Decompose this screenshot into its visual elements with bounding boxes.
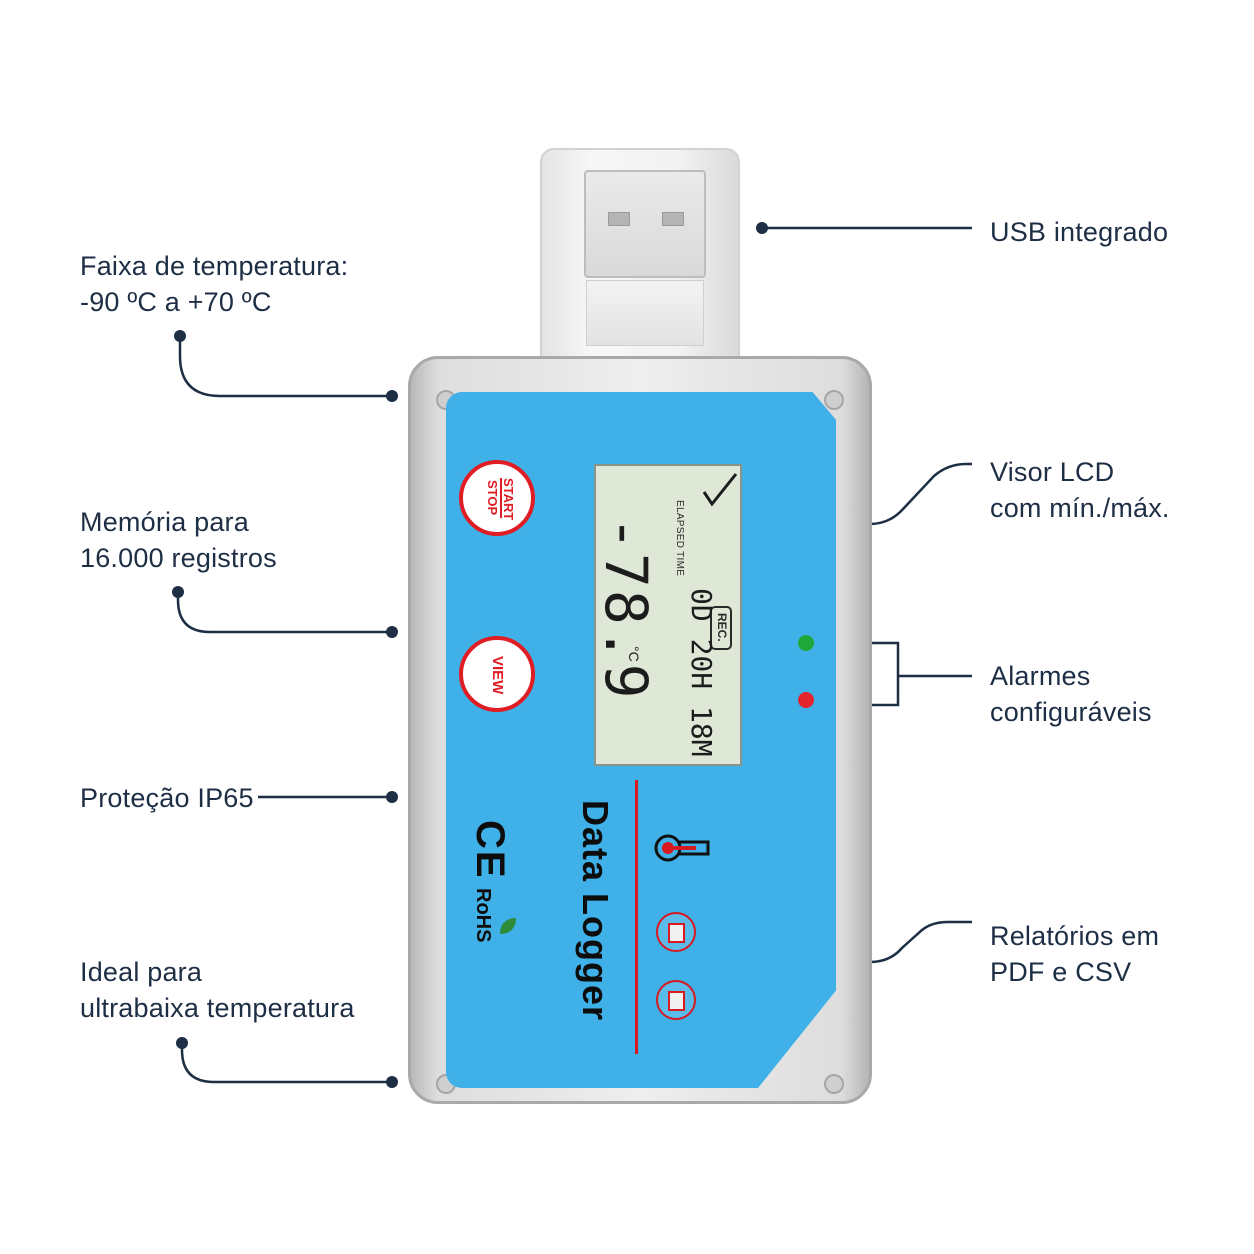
start-stop-divider <box>500 478 502 518</box>
leader-reports <box>716 920 972 964</box>
callout-ip-text: Proteção IP65 <box>80 783 254 813</box>
usb-contact-left <box>608 212 630 226</box>
callout-temp-range-line2: -90 ºC a +70 ºC <box>80 287 272 317</box>
callout-ultra: Ideal para ultrabaixa temperatura <box>80 954 355 1026</box>
callout-lcd-line1: Visor LCD <box>990 457 1115 487</box>
lcd-rec-badge <box>710 606 732 650</box>
usb-connector <box>584 170 706 278</box>
callout-alarms: Alarmes configuráveis <box>990 658 1152 730</box>
leader-ultra <box>180 1043 392 1084</box>
callout-memory: Memória para 16.000 registros <box>80 504 277 576</box>
callout-ultra-line1: Ideal para <box>80 957 203 987</box>
checkmark-icon <box>702 473 738 507</box>
thermometer-icon <box>654 834 710 862</box>
screw-icon <box>824 390 844 410</box>
callout-reports-line1: Relatórios em <box>990 921 1160 951</box>
alarm-led-green <box>798 635 814 651</box>
callout-alarms-line1: Alarmes <box>990 661 1091 691</box>
usb-neck <box>586 280 704 346</box>
callout-ip: Proteção IP65 <box>80 780 254 816</box>
alarm-led-red <box>798 692 814 708</box>
screw-icon <box>824 1074 844 1094</box>
callout-temp-range-line1: Faixa de temperatura: <box>80 251 349 281</box>
lcd-elapsed-label: ELAPSED TIME <box>674 500 685 577</box>
callout-reports-line2: PDF e CSV <box>990 957 1132 987</box>
callout-usb: USB integrado <box>990 214 1168 250</box>
leaf-icon <box>500 918 516 934</box>
brand-name: Data Logger <box>575 800 616 1022</box>
callout-alarms-line2: configuráveis <box>990 697 1152 727</box>
pdf-icon <box>656 912 696 952</box>
callout-usb-text: USB integrado <box>990 217 1169 247</box>
lcd-unit: °C <box>626 646 642 662</box>
start-stop-label-bottom: STOP <box>485 480 500 516</box>
callout-ultra-line2: ultrabaixa temperatura <box>80 993 355 1023</box>
view-label: VIEW <box>489 656 506 695</box>
leader-alarms <box>850 641 972 707</box>
view-button[interactable] <box>459 636 535 712</box>
lcd-display <box>594 464 742 766</box>
usb-contact-right <box>662 212 684 226</box>
callout-lcd: Visor LCD com mín./máx. <box>990 454 1170 526</box>
callout-memory-line2: 16.000 registros <box>80 543 277 573</box>
leader-temp-range <box>178 336 392 398</box>
lcd-elapsed-time: 0D 20H 18M <box>685 588 718 757</box>
leader-lcd <box>760 462 972 526</box>
callout-lcd-line2: com mín./máx. <box>990 493 1170 523</box>
brand-divider <box>635 780 638 1054</box>
csv-icon <box>656 980 696 1020</box>
start-stop-button[interactable] <box>459 460 535 536</box>
lcd-temperature: -78.9 <box>592 516 660 701</box>
rohs-mark: RoHS <box>472 888 494 943</box>
callout-temp-range: Faixa de temperatura: -90 ºC a +70 ºC <box>80 248 348 320</box>
ce-mark: CE <box>468 820 512 880</box>
callout-memory-line1: Memória para <box>80 507 249 537</box>
callout-reports: Relatórios em PDF e CSV <box>990 918 1159 990</box>
leader-memory <box>176 592 392 634</box>
